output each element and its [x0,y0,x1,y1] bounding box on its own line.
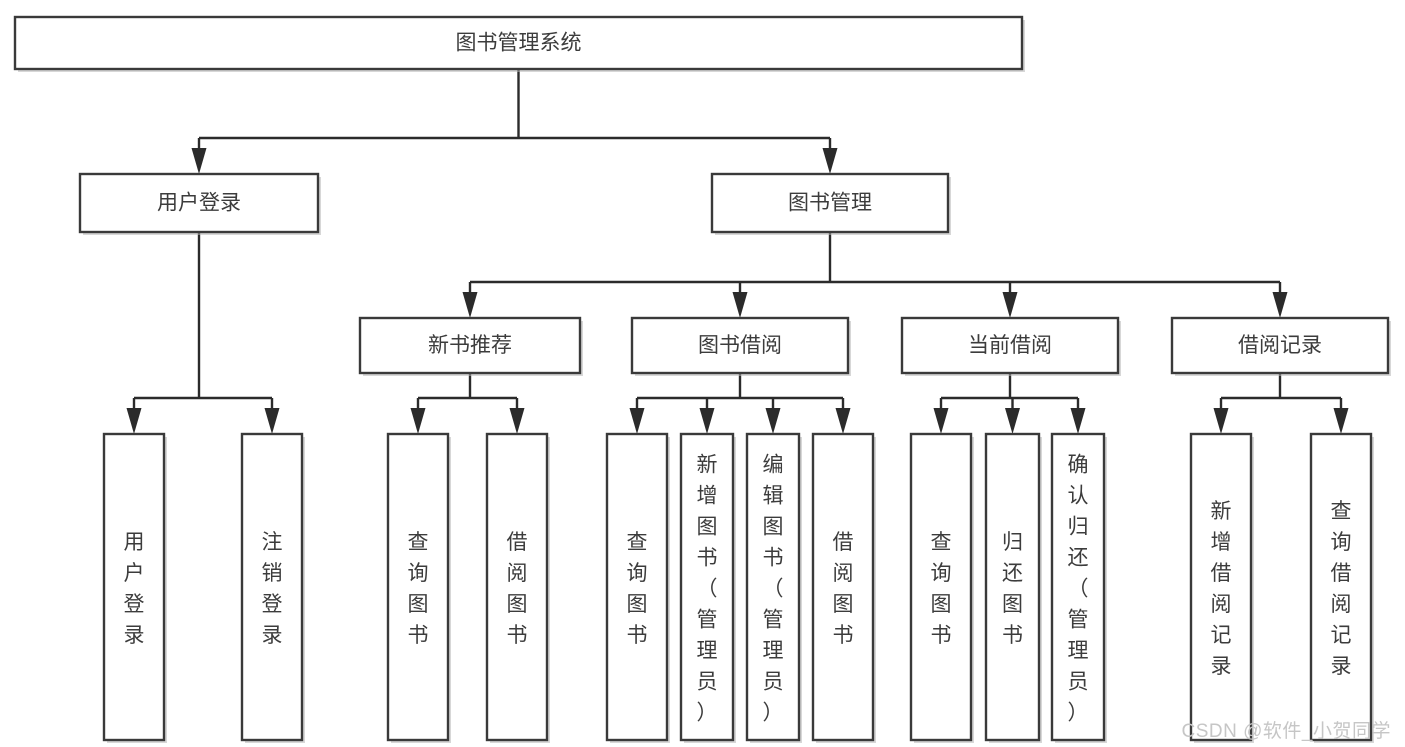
node-box[interactable] [745,432,801,742]
node-leaf-leaf-return-book[interactable]: 归还图书 [984,432,1042,743]
node-label: 新书推荐 [428,334,512,357]
edge-group-new-book-rec [410,373,525,434]
connector-layer [126,69,1349,434]
node-leaf-leaf-query-record[interactable]: 查询借阅记录 [1309,432,1374,743]
node-box[interactable] [710,172,950,234]
node-box[interactable] [900,316,1120,375]
connector-arrow-icon [629,408,645,434]
connector-arrow-icon [765,408,781,434]
node-leaf-leaf-add-record[interactable]: 新增借阅记录 [1189,432,1254,743]
node-leaf-leaf-query-book-2[interactable]: 查询图书 [605,432,670,743]
node-leaf-leaf-confirm-return[interactable]: 确认归还（管理员） [1050,432,1107,743]
connector-arrow-icon [509,408,525,434]
watermark-label: CSDN @软件_小贺同学 [1181,721,1391,742]
node-level3-book-borrow[interactable]: 图书借阅 [630,316,851,376]
node-label: 借阅图书 [507,531,528,647]
node-box[interactable] [240,432,304,742]
edge-group-book-borrow [629,373,851,434]
node-label: 查询图书 [931,531,952,647]
node-leaf-leaf-logout[interactable]: 注销登录 [240,432,305,743]
connector-arrow-icon [822,148,838,174]
node-label: 图书管理系统 [456,32,582,55]
node-box[interactable] [78,172,320,234]
node-leaf-leaf-edit-book[interactable]: 编辑图书（管理员） [745,432,802,743]
connector-arrow-icon [1213,408,1229,434]
node-level3-new-book-rec[interactable]: 新书推荐 [358,316,583,376]
node-label: 新增借阅记录 [1211,500,1232,678]
connector-arrow-icon [126,408,142,434]
node-label: 查询图书 [627,531,648,647]
node-leaf-leaf-borrow-book-2[interactable]: 借阅图书 [811,432,876,743]
edge-group-current-borrow [933,373,1086,434]
node-level2-book-manage[interactable]: 图书管理 [710,172,951,235]
node-leaf-leaf-user-login[interactable]: 用户登录 [102,432,167,743]
node-box[interactable] [984,432,1041,742]
connector-arrow-icon [1333,408,1349,434]
edge-group-root [191,69,838,174]
node-label: 查询借阅记录 [1331,500,1352,678]
node-box[interactable] [1309,432,1373,742]
node-leaf-leaf-borrow-book-1[interactable]: 借阅图书 [485,432,550,743]
node-box[interactable] [1189,432,1253,742]
node-label: 用户登录 [157,192,241,215]
node-box[interactable] [1050,432,1106,742]
node-label: 确认归还（管理员） [1068,454,1089,725]
connector-arrow-icon [835,408,851,434]
connector-arrow-icon [462,292,478,318]
node-leaf-leaf-query-book-1[interactable]: 查询图书 [386,432,451,743]
node-label: 新增图书（管理员） [697,454,718,725]
edge-group-book-manage [462,232,1288,318]
connector-arrow-icon [732,292,748,318]
connector-arrow-icon [264,408,280,434]
node-label: 注销登录 [262,531,283,647]
node-box[interactable] [909,432,973,742]
node-level2-user-login[interactable]: 用户登录 [78,172,321,235]
node-box[interactable] [102,432,166,742]
node-box[interactable] [811,432,875,742]
edge-group-user-login [126,232,280,434]
connector-arrow-icon [1005,408,1020,434]
node-label: 查询图书 [408,531,429,647]
connector-arrow-icon [933,408,949,434]
node-box[interactable] [605,432,669,742]
node-label: 借阅图书 [833,531,854,647]
node-label: 当前借阅 [968,334,1052,357]
node-label: 归还图书 [1002,531,1023,647]
node-root-root[interactable]: 图书管理系统 [13,15,1025,72]
node-box[interactable] [358,316,582,375]
node-box[interactable] [679,432,735,742]
connector-arrow-icon [1070,408,1086,434]
connector-arrow-icon [1272,292,1288,318]
connector-arrow-icon [191,148,207,174]
node-layer: 图书管理系统用户登录图书管理新书推荐图书借阅当前借阅借阅记录用户登录注销登录查询… [13,15,1391,743]
edge-group-borrow-record [1213,373,1349,434]
node-box[interactable] [13,15,1024,71]
connector-arrow-icon [1002,292,1018,318]
node-box[interactable] [630,316,850,375]
node-label: 借阅记录 [1238,334,1322,357]
connector-arrow-icon [699,408,715,434]
node-level3-current-borrow[interactable]: 当前借阅 [900,316,1121,376]
node-label: 图书借阅 [698,334,782,357]
node-level3-borrow-record[interactable]: 借阅记录 [1170,316,1391,376]
node-label: 图书管理 [788,192,872,215]
node-label: 用户登录 [124,531,145,647]
node-leaf-leaf-query-book-3[interactable]: 查询图书 [909,432,974,743]
node-box[interactable] [386,432,450,742]
node-leaf-leaf-add-book[interactable]: 新增图书（管理员） [679,432,736,743]
node-label: 编辑图书（管理员） [763,454,784,725]
node-box[interactable] [1170,316,1390,375]
node-box[interactable] [485,432,549,742]
connector-arrow-icon [410,408,426,434]
